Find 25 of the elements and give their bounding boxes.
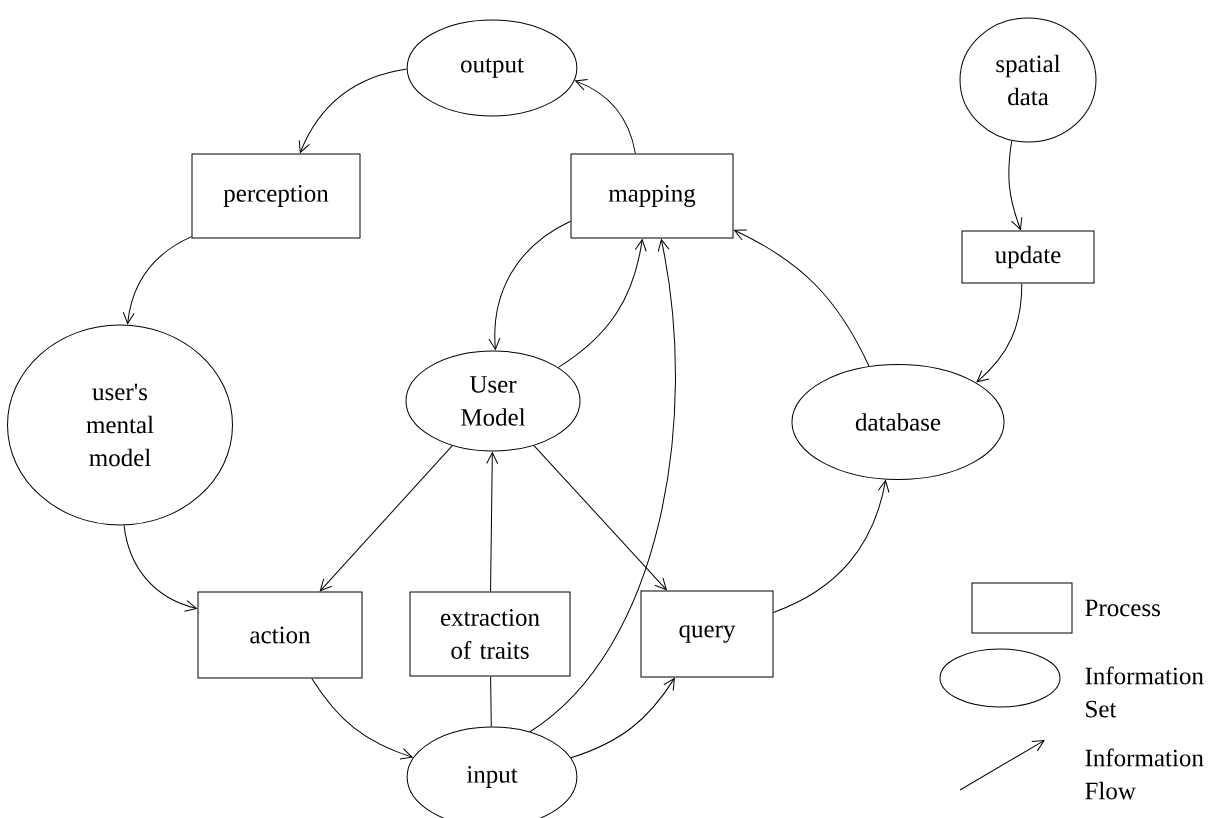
legend-text: Process [1085,599,1160,617]
legend-text: Information Flow [1085,748,1204,800]
arrow [298,68,408,153]
arrow [773,480,890,613]
arrow [570,677,675,759]
legend-text: Information Set [1085,666,1204,718]
process-box: mapping [570,153,734,239]
arrow [488,220,571,350]
arrow [122,236,192,325]
arrow [976,283,1023,383]
arrow [529,239,676,733]
arrow [486,452,499,592]
arrow [533,445,667,591]
process-box: perception [191,153,361,239]
arrow [575,79,636,154]
process-box: query [640,590,774,678]
arrow [319,445,453,592]
arrow [311,678,413,760]
arrow [123,524,197,612]
arrow [734,229,870,367]
arrow [1008,140,1023,230]
process-box: action [197,591,363,679]
arrow [557,239,647,368]
process-box: extraction of traits [409,591,571,677]
process-box: update [961,230,1095,284]
